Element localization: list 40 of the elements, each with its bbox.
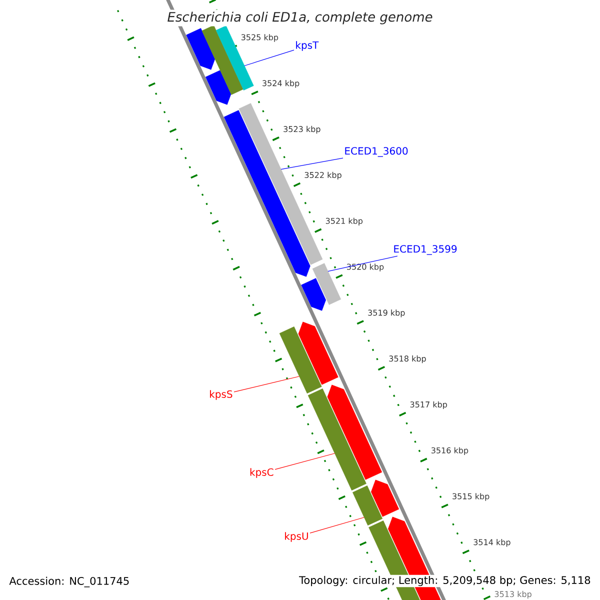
tick-label: 3516 kbp — [431, 447, 468, 455]
gene-label: kpsT — [296, 41, 319, 51]
gene-label: kpsS — [210, 390, 232, 400]
gene-feature — [205, 70, 232, 105]
gene-label: kpsU — [285, 532, 308, 542]
gene-feature — [371, 480, 400, 517]
accession-text: Accession: NC_011745 — [8, 576, 131, 588]
gene-feature — [327, 384, 382, 480]
tick-label: 3522 kbp — [304, 172, 342, 180]
gene-feature — [298, 322, 338, 385]
leader-line — [234, 376, 300, 392]
tick-label: 3525 kbp — [241, 34, 278, 42]
leader-line — [274, 453, 336, 470]
tick-label: 3517 kbp — [410, 401, 447, 410]
gene-feature — [301, 278, 326, 311]
tick-label: 3513 kbp — [494, 590, 532, 599]
leader-line — [280, 158, 344, 170]
title: Escherichia coli ED1a, complete genome — [165, 10, 435, 26]
gene-label: ECED1_3599 — [394, 245, 457, 255]
gene-feature — [312, 263, 342, 305]
gene-label: kpsC — [250, 468, 274, 478]
gene-label: ECED1_3600 — [345, 147, 408, 157]
gene-feature — [202, 25, 244, 95]
gene-feature — [279, 326, 322, 394]
tick-label: 3521 kbp — [326, 218, 363, 226]
tick-label: 3514 kbp — [474, 539, 510, 547]
tick-label: 3518 kbp — [389, 355, 426, 364]
tick-label: 3524 kbp — [262, 80, 300, 88]
gene-feature — [352, 486, 383, 526]
tick-label: 3515 kbp — [452, 493, 490, 501]
leader-line — [244, 50, 294, 66]
genome-stats-text: Topology: circular; Length: 5,209,548 bp; Genes: 5,118 — [298, 574, 592, 588]
gene-feature — [308, 388, 366, 490]
gene-feature — [238, 103, 323, 265]
leader-line — [328, 256, 398, 272]
tick-label: 3523 kbp — [284, 126, 320, 134]
tick-label: 3520 kbp — [347, 264, 384, 272]
gene-feature — [186, 28, 216, 70]
tick-label: 3519 kbp — [368, 310, 405, 318]
leader-line — [310, 517, 364, 534]
